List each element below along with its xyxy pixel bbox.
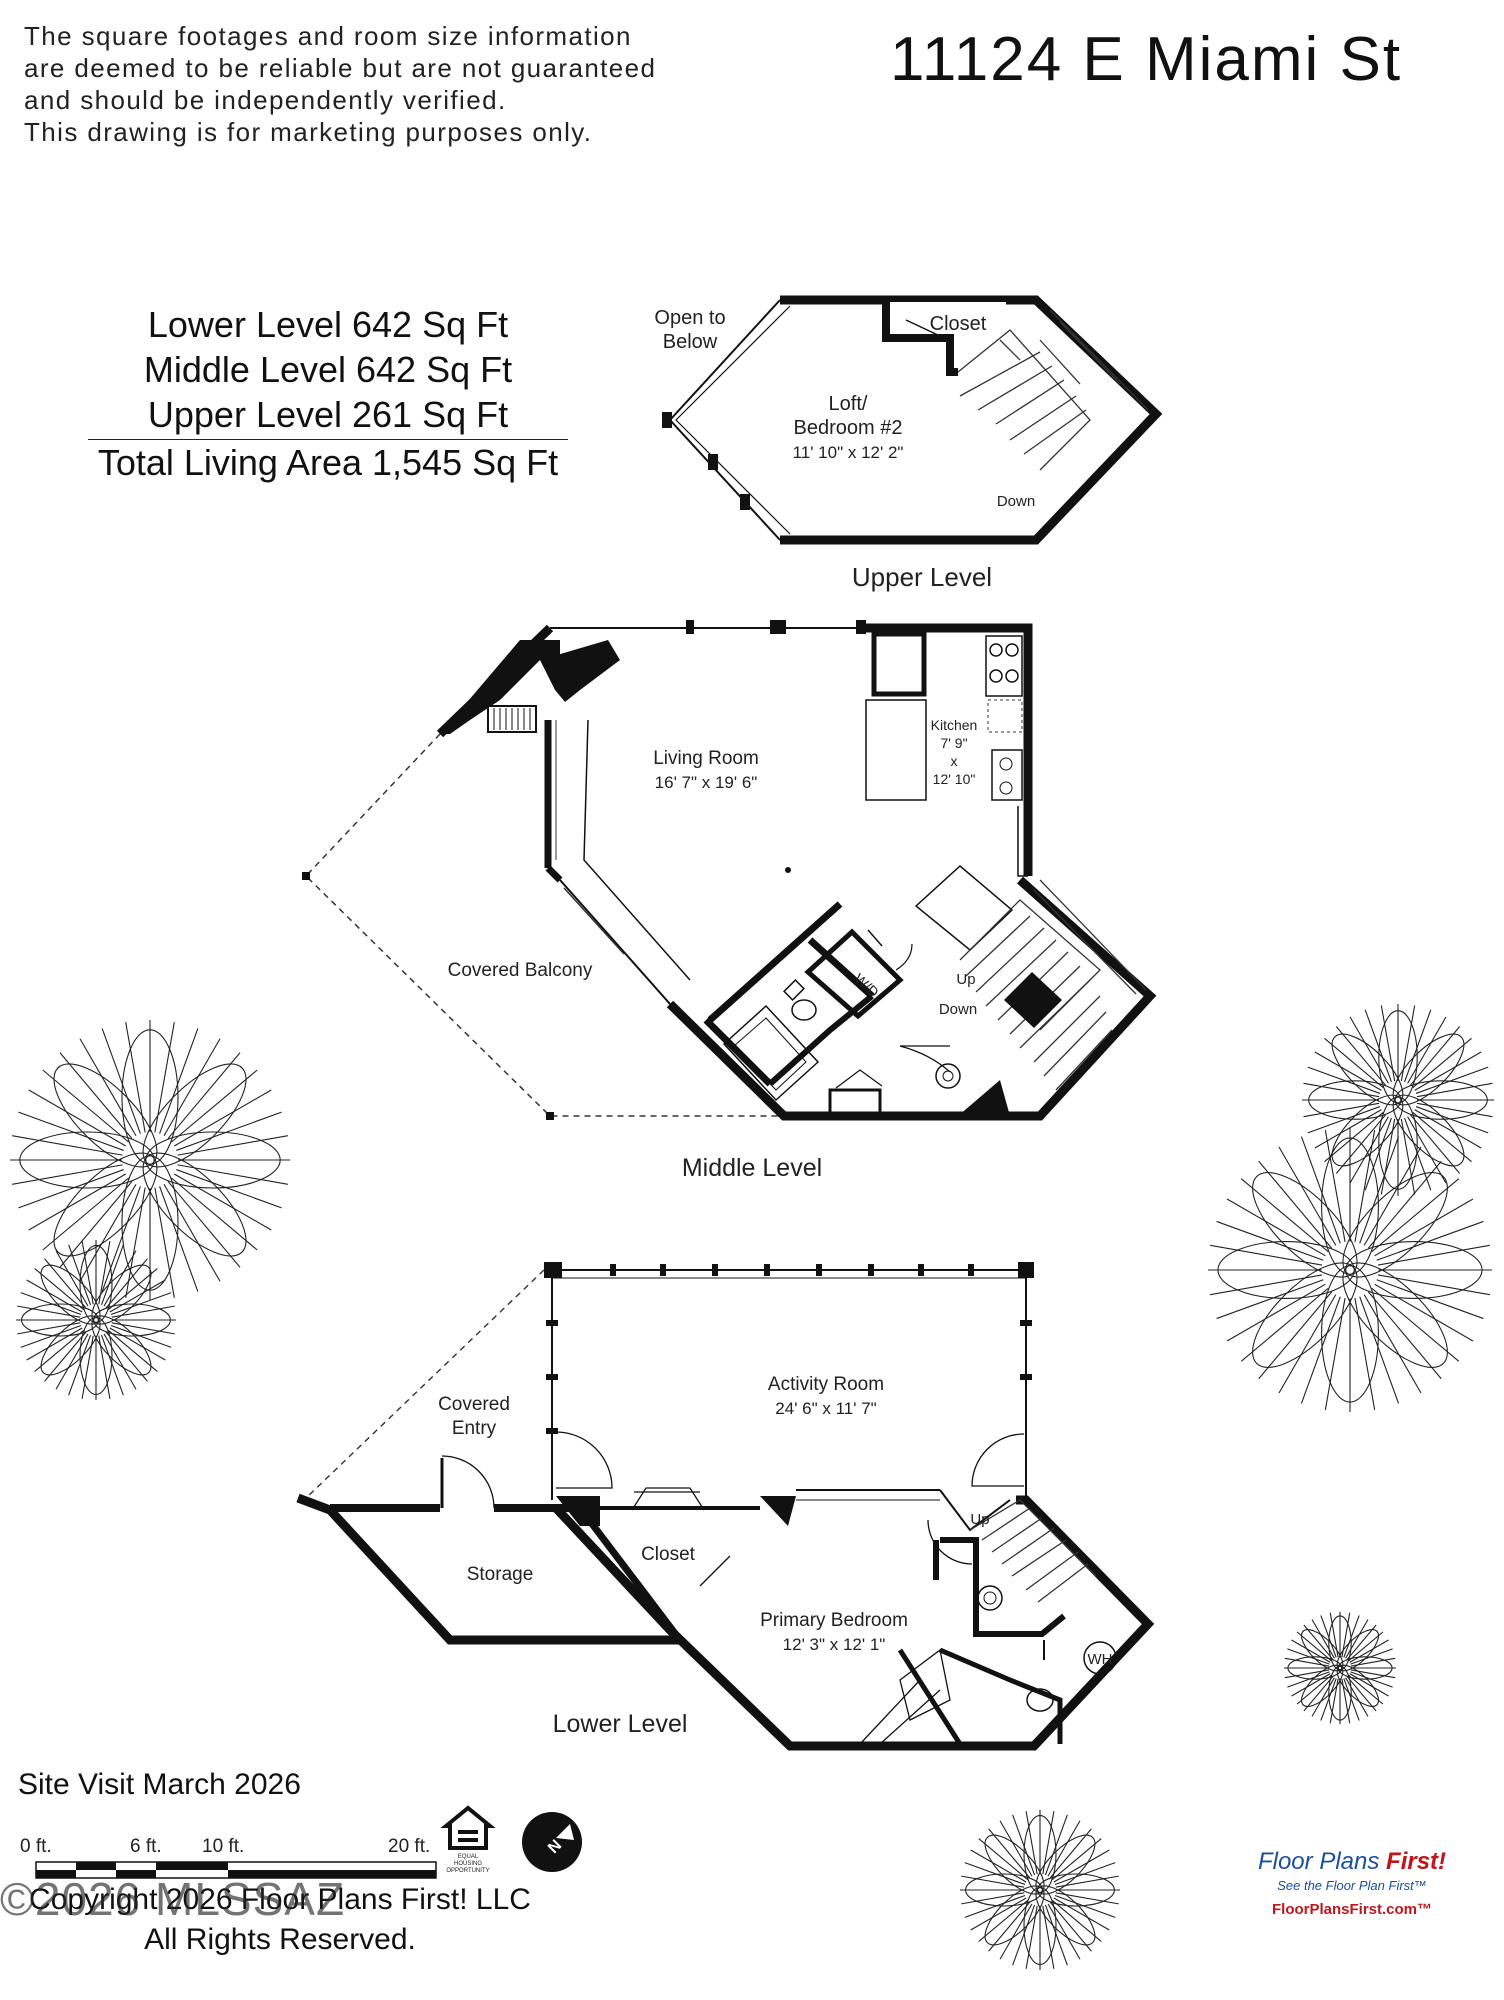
mls-watermark: ©2026 MLSSAZ [0,1873,346,1925]
upper-down-label: Down [997,493,1035,510]
upper-level-label: Upper Level [852,562,992,592]
upper-below-label: Below [663,331,718,353]
loft-bedroom-label: Bedroom #2 [794,417,903,439]
equal-housing-text-1: EQUAL [458,1854,479,1860]
covered-entry-label: Covered [438,1394,510,1415]
brand-name-a: Floor Plans [1257,1848,1387,1875]
middle-level-label: Middle Level [682,1154,822,1182]
lower-level-plan: WH Covered Entry Activity Room 24' 6" x … [296,1262,1155,1751]
brand-logo: Floor Plans First! See the Floor Plan Fi… [1252,1848,1452,1918]
tree-icon [960,1810,1120,1970]
water-heater-label: WH [1088,1651,1113,1668]
tree-icon [1208,1128,1492,1412]
kitchen-width: 7' 9" [940,735,967,751]
kitchen-by: x [951,753,958,769]
disclaimer: The square footages and room size inform… [24,20,657,148]
brand-url: FloorPlansFirst.com™ [1271,1901,1433,1918]
address-title: 11124 E Miami St [890,25,1403,94]
equal-housing-text-3: OPPORTUNITY [446,1868,489,1874]
area-total: Total Living Area 1,545 Sq Ft [88,439,568,485]
disclaimer-line: This drawing is for marketing purposes o… [24,117,593,147]
disclaimer-line: and should be independently verified. [24,85,507,115]
middle-up-label: Up [956,971,975,988]
scale-tick-20: 20 ft. [388,1836,430,1857]
scale-bar: 0 ft. 6 ft. 10 ft. 20 ft. [20,1836,437,1879]
brand-tagline: See the Floor Plan First™ [1277,1878,1427,1893]
tree-icon [1284,1612,1396,1724]
disclaimer-line: are deemed to be reliable but are not gu… [24,53,657,83]
lower-up-label: Up [970,1511,989,1528]
activity-room-label: Activity Room [768,1374,884,1395]
middle-level-plan: W/D Up Down Living Room [302,620,1157,1182]
middle-down-label: Down [939,1001,977,1018]
tree-icons [10,1004,1494,1970]
area-upper: Upper Level 261 Sq Ft [147,394,509,435]
equal-housing-text-2: HOUSING [454,1861,482,1867]
kitchen-length: 12' 10" [933,771,976,787]
living-room-size: 16' 7" x 19' 6" [655,773,758,792]
brand-name-b: First! [1386,1848,1447,1875]
lower-closet-label: Closet [641,1544,696,1565]
site-visit-date: Site Visit March 2026 [18,1768,301,1801]
tree-icon [1302,1004,1494,1196]
scale-tick-6: 6 ft. [130,1836,162,1857]
covered-entry-label-2: Entry [452,1418,497,1439]
area-lower: Lower Level 642 Sq Ft [147,304,509,345]
upper-level-plan: Open to Below Closet Loft/ Bedroom #2 11… [654,295,1163,592]
lower-level-label: Lower Level [553,1710,688,1738]
primary-bedroom-label: Primary Bedroom [760,1610,908,1631]
living-room-label: Living Room [653,748,759,769]
disclaimer-line: The square footages and room size inform… [24,21,632,51]
tree-icon [10,1020,290,1300]
scale-tick-0: 0 ft. [20,1836,52,1857]
north-arrow-icon: N [522,1812,582,1872]
area-summary: Lower Level 642 Sq Ft Middle Level 642 S… [88,302,568,485]
brand-name: Floor Plans First! [1252,1848,1452,1876]
activity-room-size: 24' 6" x 11' 7" [775,1399,876,1418]
washer-dryer-label: W/D [851,970,882,1000]
scale-tick-10: 10 ft. [202,1836,244,1857]
upper-open-to-label: Open to [654,307,725,329]
storage-label: Storage [467,1564,534,1585]
copyright: Copyright 2026 Floor Plans First! LLC Al… [0,1880,560,1960]
area-middle: Middle Level 642 Sq Ft [143,349,513,390]
covered-balcony-label: Covered Balcony [448,960,593,981]
upper-closet-label: Closet [930,313,987,335]
loft-size: 11' 10" x 12' 2" [793,443,904,462]
rights-line: All Rights Reserved. [144,1923,416,1956]
kitchen-label: Kitchen [931,717,978,733]
tree-icon [16,1240,176,1400]
equal-housing-icon: EQUAL HOUSING OPPORTUNITY [440,1805,496,1874]
primary-bedroom-size: 12' 3" x 12' 1" [783,1635,886,1654]
copyright-line: Copyright 2026 Floor Plans First! LLC [29,1883,531,1916]
loft-label: Loft/ [829,393,868,415]
